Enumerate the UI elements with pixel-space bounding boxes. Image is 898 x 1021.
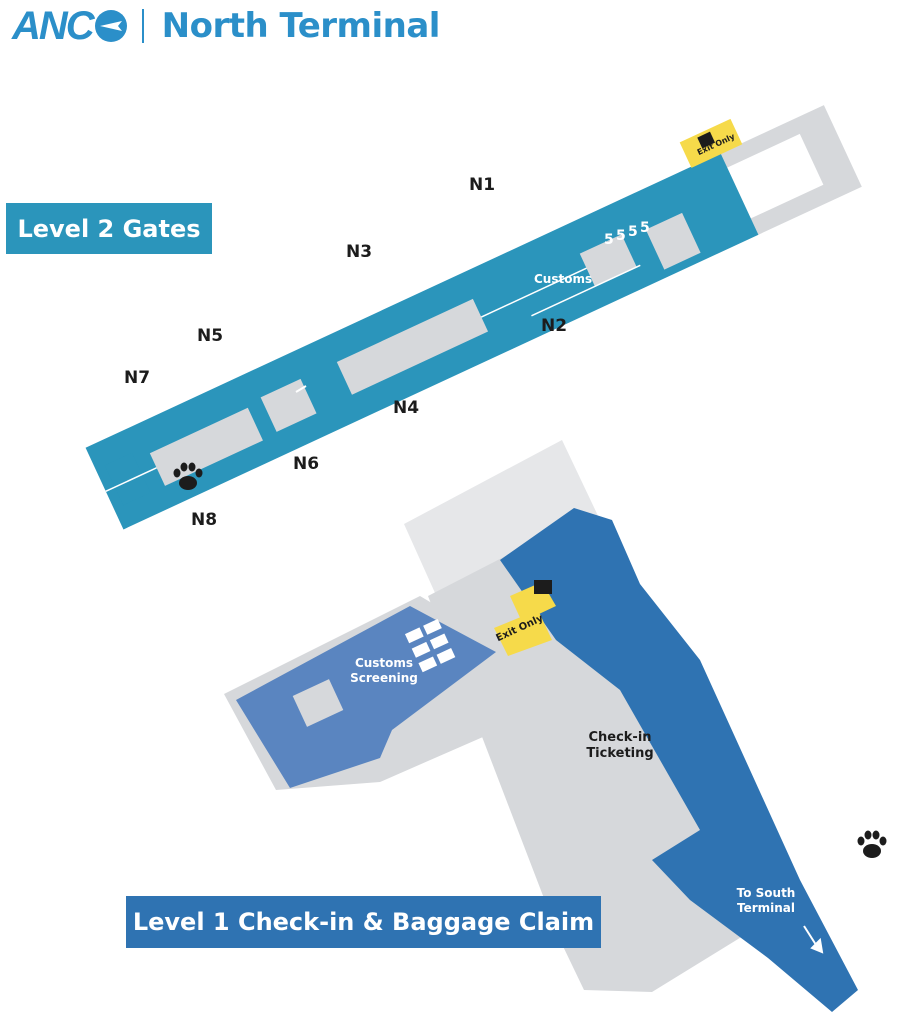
gate-n4[interactable]: N4 xyxy=(393,398,420,418)
checkin-line-2: Ticketing xyxy=(586,746,654,761)
svg-text:5: 5 xyxy=(604,232,614,248)
upper-light-area xyxy=(404,440,600,604)
south-line-1: To South xyxy=(736,886,796,900)
gate-area-n7-n8 xyxy=(149,407,263,486)
info-desk-icon xyxy=(534,580,552,594)
screening-core xyxy=(292,679,344,727)
map-header: ANC North Terminal xyxy=(12,4,440,48)
gate-n5[interactable]: N5 xyxy=(197,326,224,346)
escalator-icon xyxy=(295,17,831,393)
south-line-2: Terminal xyxy=(736,901,796,915)
gate-n2[interactable]: N2 xyxy=(541,316,568,336)
gate-n1[interactable]: N1 xyxy=(469,175,496,195)
gate-core-n5 xyxy=(260,378,317,432)
exit-only-top xyxy=(679,118,743,168)
terminal-title: North Terminal xyxy=(161,6,441,46)
north-end-courtyard xyxy=(727,133,824,219)
paw-icon xyxy=(857,830,887,858)
gate-n8[interactable]: N8 xyxy=(191,510,218,530)
checkin-ticketing-label: Check-in Ticketing xyxy=(580,730,660,762)
arrow-icon xyxy=(803,925,824,954)
gate-area-n3-n4 xyxy=(336,298,489,395)
north-service-core xyxy=(645,212,701,270)
baggage-claim-area xyxy=(500,508,858,1012)
level-2-concourse xyxy=(85,105,862,530)
customs-screening-area xyxy=(236,606,496,788)
paw-icon xyxy=(173,462,203,490)
west-end-stub xyxy=(104,452,151,506)
anc-logo: ANC xyxy=(12,4,128,49)
customs-screening-label: Customs Screening xyxy=(346,656,422,686)
screening-booths xyxy=(404,618,456,673)
exit-only-lower xyxy=(494,610,552,656)
svg-text:5: 5 xyxy=(640,220,650,236)
gate-n3[interactable]: N3 xyxy=(346,242,373,262)
customs-screening-line-1: Customs xyxy=(354,656,414,670)
level-1-banner: Level 1 Check-in & Baggage Claim xyxy=(126,896,601,948)
gate-n6[interactable]: N6 xyxy=(293,454,320,474)
gate-n7[interactable]: N7 xyxy=(124,368,151,388)
logo-text: ANC xyxy=(12,3,95,48)
airplane-icon xyxy=(94,10,127,42)
to-south-terminal-label[interactable]: To South Terminal xyxy=(726,886,806,916)
svg-text:5: 5 xyxy=(616,228,626,244)
customs-label: Customs xyxy=(534,272,593,286)
svg-text:5: 5 xyxy=(628,224,638,240)
checkin-line-1: Check-in xyxy=(588,730,652,745)
customs-screening-line-2: Screening xyxy=(350,671,418,685)
header-divider xyxy=(141,9,144,43)
level-2-banner: Level 2 Gates xyxy=(6,203,212,254)
info-desk-icon xyxy=(697,131,716,149)
level-1 xyxy=(224,440,858,1012)
